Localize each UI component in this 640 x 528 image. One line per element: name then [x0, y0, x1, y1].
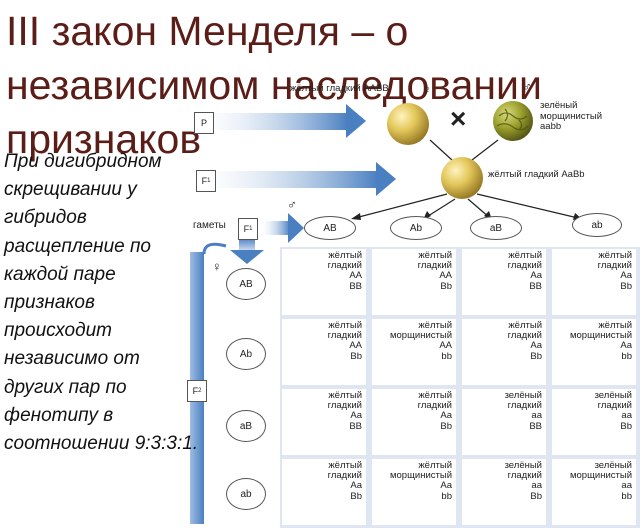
- f2-cell: жёлтый гладкий Aa Bb: [552, 249, 636, 315]
- female-symbol: ♀: [422, 82, 432, 97]
- cross-symbol: ×: [450, 103, 467, 134]
- f2-cell-label: жёлтый морщинистый Aa bb: [389, 460, 452, 502]
- f2-cell-label: жёлтый гладкий Aa Bb: [507, 320, 542, 362]
- f2-cell: жёлтый гладкий Aa Bb: [462, 319, 546, 385]
- cross-line-right: [471, 139, 499, 161]
- gametes-arrow: [262, 213, 304, 243]
- gametes-female-symbol: ♀: [212, 259, 222, 274]
- female-gametes-arrow: [230, 238, 264, 264]
- f2-cell-label: жёлтый морщинистый Aa bb: [569, 320, 632, 362]
- f2-cell-label: жёлтый гладкий Aa Bb: [417, 390, 452, 432]
- f2-cell: зелёный гладкий aa Bb: [462, 459, 546, 525]
- female-gamete-2: Ab: [226, 338, 266, 370]
- f2-cell-label: жёлтый морщинистый AA bb: [389, 320, 452, 362]
- f2-generation-sub: 2: [198, 388, 202, 394]
- f2-cell-label: жёлтый гладкий AA Bb: [417, 250, 452, 292]
- f2-cell: жёлтый гладкий Aa Bb: [372, 389, 456, 455]
- f2-cell-label: зелёный морщинистый aa bb: [569, 460, 632, 502]
- f1-generation-sub: 1: [207, 178, 211, 184]
- male-gamete-3: aB: [470, 216, 522, 240]
- f2-cell: жёлтый гладкий Aa BB: [282, 389, 366, 455]
- f2-cell-label: жёлтый гладкий AA BB: [327, 250, 362, 292]
- female-gamete-3: aB: [226, 410, 266, 442]
- male-gamete-1: AB: [304, 216, 356, 240]
- f2-cell-label: зелёный гладкий aa Bb: [594, 390, 632, 432]
- f2-cell: жёлтый гладкий Aa Bb: [282, 459, 366, 525]
- f2-cell-label: жёлтый гладкий Aa Bb: [597, 250, 632, 292]
- male-gamete-2: Ab: [390, 216, 442, 240]
- gametes-male-symbol: ♂: [287, 197, 297, 212]
- parental-arrow: [200, 104, 366, 138]
- male-gamete-4: ab: [572, 213, 622, 237]
- gametes-label: гаметы: [193, 220, 226, 231]
- mother-label: жёлтый гладкий AABB: [290, 83, 389, 94]
- f2-cell: жёлтый морщинистый Aa bb: [372, 459, 456, 525]
- f2-cell-label: жёлтый гладкий Aa BB: [507, 250, 542, 292]
- f2-cell: зелёный гладкий aa BB: [462, 389, 546, 455]
- cross-line-left: [429, 139, 453, 161]
- f2-cell-label: жёлтый гладкий AA Bb: [327, 320, 362, 362]
- gametes-f1-label: F: [243, 224, 250, 234]
- f2-cell-label: зелёный гладкий aa BB: [504, 390, 542, 432]
- f1-phenotype-label: жёлтый гладкий AaBb: [488, 169, 585, 180]
- f2-cell: жёлтый гладкий Aa BB: [462, 249, 546, 315]
- f2-cell: зелёный гладкий aa Bb: [552, 389, 636, 455]
- f1-generation-label: F: [201, 176, 208, 186]
- female-gamete-1: AB: [226, 268, 266, 300]
- f2-cell: жёлтый гладкий AA Bb: [282, 319, 366, 385]
- male-symbol: ♂: [522, 79, 532, 94]
- f2-cell: зелёный морщинистый aa bb: [552, 459, 636, 525]
- parental-generation-box: P: [194, 112, 214, 134]
- f2-cell: жёлтый морщинистый Aa bb: [552, 319, 636, 385]
- parental-generation-label: P: [200, 118, 207, 128]
- slide-title: III закон Менделя – о независимом наслед…: [6, 8, 542, 162]
- f2-cell: жёлтый морщинистый AA bb: [372, 319, 456, 385]
- f1-yellow-seed: [441, 157, 483, 199]
- f2-bracket-curve: [202, 242, 227, 255]
- parent-yellow-seed: [387, 103, 429, 145]
- f2-cell-label: жёлтый гладкий Aa BB: [327, 390, 362, 432]
- father-label: зелёный морщинистый aabb: [540, 100, 603, 132]
- f2-cell: жёлтый гладкий AA BB: [282, 249, 366, 315]
- f2-cell-label: жёлтый гладкий Aa Bb: [327, 460, 362, 502]
- gametes-f1-sub: 1: [249, 226, 253, 232]
- parent-green-wrinkled-seed: [493, 101, 533, 141]
- f1-arrow: [200, 162, 396, 196]
- f2-cell: жёлтый гладкий AA Bb: [372, 249, 456, 315]
- f2-cell-label: зелёный гладкий aa Bb: [504, 460, 542, 502]
- law-description: При дигибридном скрещивании у гибридов р…: [4, 151, 199, 455]
- f2-generation-label: F: [192, 386, 199, 396]
- female-gamete-4: ab: [226, 478, 266, 510]
- gamete-arrowheads: [351, 211, 582, 220]
